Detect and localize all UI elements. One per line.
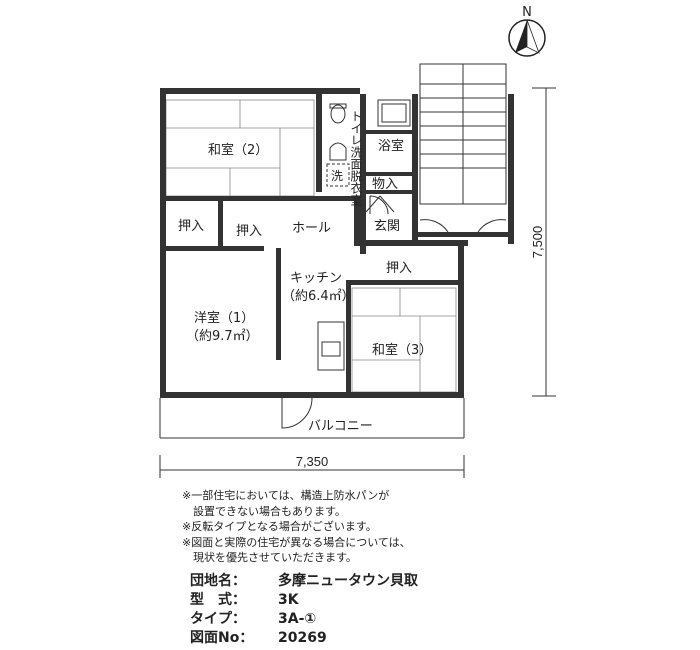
note-line: 設置できない場合もあります。 <box>182 504 346 518</box>
room-senmen: 洗面脱衣室 <box>349 146 363 206</box>
note-line: ※一部住宅においては、構造上防水パンが <box>182 489 390 502</box>
room-youshitsu-1-area: （約9.7㎡） <box>186 329 259 344</box>
info-value: 3A-① <box>278 611 317 627</box>
info-row-danchi: 団地名： 多摩ニュータウン貝取 <box>190 572 418 591</box>
room-yokushitsu: 浴室 <box>378 138 404 154</box>
kitchen-counter <box>317 321 345 371</box>
info-row-subtype: タイプ： 3A-① <box>190 610 418 629</box>
stair <box>419 63 507 233</box>
info-value: 3K <box>278 592 299 608</box>
walls <box>160 88 514 398</box>
room-youshitsu-1: 洋室（1） <box>194 310 254 326</box>
note-line: 現状を優先させていただきます。 <box>182 551 357 564</box>
property-info: 団地名： 多摩ニュータウン貝取 型 式： 3K タイプ： 3A-① 図面No： … <box>190 572 418 648</box>
north-compass-icon: N <box>508 5 546 57</box>
room-kitchen-area: （約6.4㎡） <box>282 289 355 304</box>
room-genkan: 玄関 <box>374 219 400 234</box>
room-oshiire-3: 押入 <box>386 261 412 276</box>
room-washitsu-2: 和室（2） <box>208 142 268 158</box>
info-key: タイプ： <box>190 611 246 627</box>
dimension-lines <box>159 87 556 478</box>
room-washitsu-3: 和室（3） <box>372 342 432 358</box>
bath-fixtures <box>326 99 411 187</box>
room-balcony: バルコニー <box>308 419 373 434</box>
room-hall: ホール <box>292 221 331 236</box>
room-monoire: 物入 <box>372 177 398 192</box>
info-value: 多摩ニュータウン貝取 <box>278 573 418 589</box>
info-key: 図面No： <box>190 630 254 646</box>
floor-plan: N <box>159 5 556 478</box>
doors <box>281 195 395 429</box>
room-kitchen: キッチン <box>290 271 342 286</box>
info-key: 型 式： <box>190 592 246 608</box>
info-key: 団地名： <box>190 573 246 589</box>
info-row-drawing-no: 図面No： 20269 <box>190 629 418 648</box>
compass-label: N <box>522 5 532 20</box>
notes: ※一部住宅においては、構造上防水パンが 設置できない場合もあります。 ※反転タイ… <box>182 488 602 566</box>
info-value: 20269 <box>278 630 327 646</box>
room-oshiire-2: 押入 <box>236 224 262 239</box>
dimension-width: 7,350 <box>296 454 329 469</box>
info-row-type: 型 式： 3K <box>190 591 418 610</box>
label-sentaku: 洗 <box>331 169 343 183</box>
room-toilet: トイレ <box>349 110 363 146</box>
note-line: ※反転タイプとなる場合がございます。 <box>182 520 377 533</box>
room-oshiire-1: 押入 <box>178 219 204 234</box>
balcony-outline <box>159 398 465 439</box>
dimension-depth: 7,500 <box>530 226 545 259</box>
note-line: ※図面と実際の住宅が異なる場合については、 <box>182 535 411 549</box>
